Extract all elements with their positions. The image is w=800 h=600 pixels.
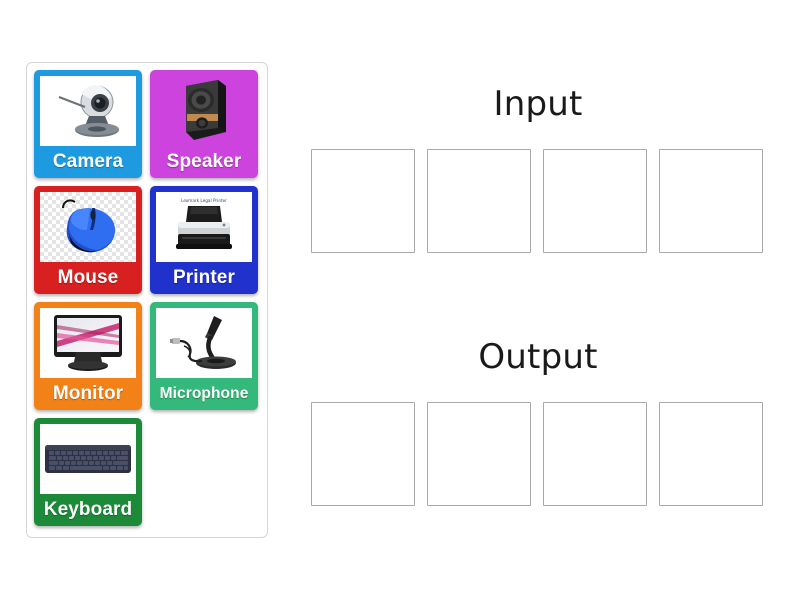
- card-label: Speaker: [166, 151, 242, 172]
- card-grid: Camera Speake: [34, 70, 267, 526]
- card-label: Monitor: [52, 383, 124, 404]
- category-title-input: Input: [493, 84, 583, 124]
- drop-slot-input-2[interactable]: [427, 149, 531, 253]
- mouse-icon: [62, 199, 115, 253]
- draggable-card-speaker[interactable]: Speaker: [150, 70, 258, 178]
- card-label: Printer: [173, 267, 235, 288]
- card-label: Keyboard: [43, 499, 133, 520]
- speaker-icon: [186, 80, 226, 140]
- drop-slot-row-input: [300, 149, 776, 253]
- drop-slot-input-1[interactable]: [311, 149, 415, 253]
- draggable-card-mouse[interactable]: Mouse: [34, 186, 142, 294]
- category-input: Input: [300, 82, 776, 253]
- drop-slot-output-1[interactable]: [311, 402, 415, 506]
- svg-text:Lexmark Legal Printer: Lexmark Legal Printer: [181, 198, 227, 203]
- draggable-card-printer[interactable]: Lexmark Legal Printer Printer: [150, 186, 258, 294]
- microphone-icon: [170, 316, 236, 369]
- drop-slot-input-4[interactable]: [659, 149, 763, 253]
- draggable-card-microphone[interactable]: Microphone: [150, 302, 258, 410]
- card-label: Microphone: [159, 385, 249, 402]
- drop-slot-output-2[interactable]: [427, 402, 531, 506]
- monitor-icon: [54, 315, 122, 371]
- category-title-output: Output: [478, 337, 598, 377]
- printer-image: Lexmark Legal Printer: [156, 192, 252, 262]
- drop-slot-output-3[interactable]: [543, 402, 647, 506]
- mouse-image: [40, 192, 136, 262]
- draggable-card-camera[interactable]: Camera: [34, 70, 142, 178]
- microphone-image: [156, 308, 252, 378]
- drop-slot-row-output: [300, 402, 776, 506]
- keyboard-image: [40, 424, 136, 494]
- webcam-image: [40, 76, 136, 146]
- category-output: Output: [300, 335, 776, 506]
- printer-icon: Lexmark Legal Printer: [176, 198, 232, 249]
- source-card-tray[interactable]: Camera Speake: [26, 62, 268, 538]
- speaker-image: [156, 76, 252, 146]
- drop-slot-output-4[interactable]: [659, 402, 763, 506]
- keyboard-icon: [45, 445, 131, 473]
- draggable-card-monitor[interactable]: Monitor: [34, 302, 142, 410]
- webcam-icon: [58, 85, 119, 137]
- card-label: Camera: [52, 151, 124, 172]
- monitor-image: [40, 308, 136, 378]
- drop-slot-input-3[interactable]: [543, 149, 647, 253]
- card-label: Mouse: [57, 267, 119, 288]
- draggable-card-keyboard[interactable]: Keyboard: [34, 418, 142, 526]
